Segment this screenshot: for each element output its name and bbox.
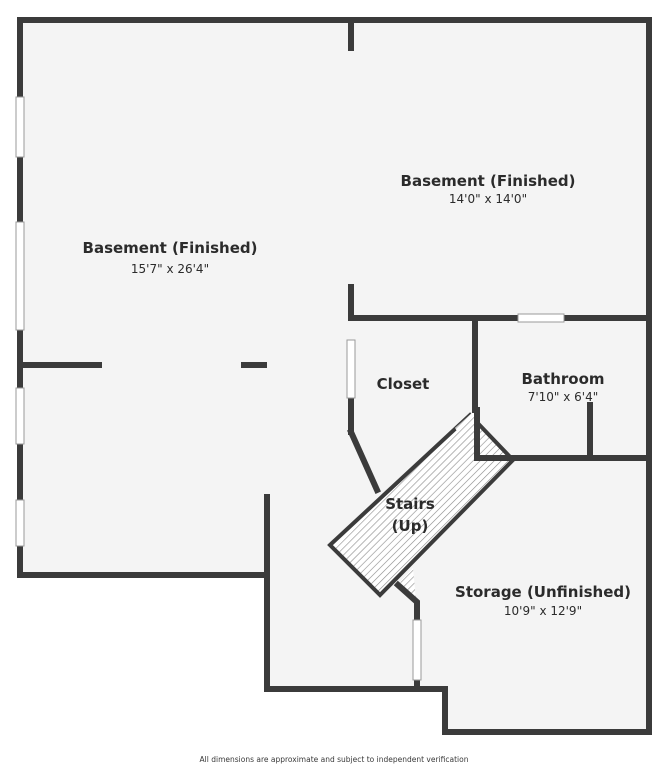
stairs-landing-top	[455, 410, 500, 475]
doorway	[412, 619, 422, 681]
room-name: Bathroom	[521, 370, 604, 388]
room-name: Closet	[377, 375, 430, 393]
doorway	[346, 339, 356, 399]
room-dimensions: (Up)	[392, 517, 429, 535]
room-label-stairs: Stairs (Up)	[385, 495, 435, 535]
room-label-bathroom: Bathroom 7'10" x 6'4"	[521, 370, 604, 404]
room-name: Basement (Finished)	[83, 239, 258, 257]
floor-area	[20, 20, 649, 732]
walls	[17, 17, 652, 735]
room-dimensions: 15'7" x 26'4"	[131, 262, 209, 276]
room-label-basement-right: Basement (Finished) 14'0" x 14'0"	[401, 172, 576, 206]
room-label-basement-left: Basement (Finished) 15'7" x 26'4"	[83, 239, 258, 276]
room-dimensions: 14'0" x 14'0"	[449, 192, 527, 206]
room-name: Basement (Finished)	[401, 172, 576, 190]
room-name: Stairs	[385, 495, 435, 513]
doorway	[517, 313, 565, 323]
room-dimensions: 7'10" x 6'4"	[528, 390, 599, 404]
window	[15, 499, 25, 547]
windows	[15, 96, 565, 681]
disclaimer-text: All dimensions are approximate and subje…	[200, 755, 469, 764]
window	[15, 96, 25, 158]
room-label-closet: Closet	[377, 375, 430, 393]
room-name: Storage (Unfinished)	[455, 583, 631, 601]
stairs-landing-bottom	[400, 568, 416, 600]
window	[15, 221, 25, 331]
room-dimensions: 10'9" x 12'9"	[504, 604, 582, 618]
room-label-storage: Storage (Unfinished) 10'9" x 12'9"	[455, 583, 631, 618]
window	[15, 387, 25, 445]
